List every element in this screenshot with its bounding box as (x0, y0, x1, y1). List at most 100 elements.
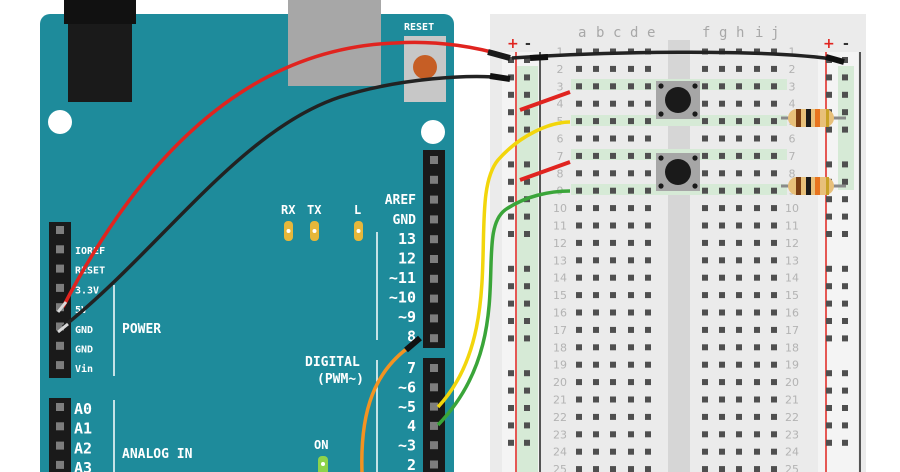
breadboard-hole[interactable] (754, 205, 760, 212)
digital-pin-top-2[interactable] (430, 195, 438, 204)
breadboard-hole[interactable] (754, 257, 760, 264)
breadboard-hole[interactable] (610, 379, 616, 386)
breadboard-hole[interactable] (610, 448, 616, 455)
breadboard-hole[interactable] (593, 48, 599, 55)
breadboard-hole[interactable] (645, 309, 651, 316)
rail-hole[interactable] (826, 283, 832, 290)
rail-hole[interactable] (508, 283, 514, 290)
breadboard-hole[interactable] (610, 65, 616, 72)
breadboard-hole[interactable] (576, 448, 582, 455)
breadboard-hole[interactable] (576, 413, 582, 420)
breadboard-hole[interactable] (702, 413, 708, 420)
breadboard-hole[interactable] (754, 118, 760, 125)
breadboard-hole[interactable] (736, 274, 742, 281)
breadboard-hole[interactable] (702, 222, 708, 229)
breadboard-hole[interactable] (754, 100, 760, 107)
breadboard-hole[interactable] (576, 170, 582, 177)
breadboard-hole[interactable] (645, 205, 651, 212)
breadboard-hole[interactable] (719, 431, 725, 438)
breadboard-hole[interactable] (754, 83, 760, 90)
breadboard-hole[interactable] (610, 222, 616, 229)
breadboard-hole[interactable] (610, 100, 616, 107)
breadboard-hole[interactable] (645, 466, 651, 472)
analog-pin-2[interactable] (56, 441, 64, 450)
breadboard-hole[interactable] (719, 396, 725, 403)
rail-hole[interactable] (842, 231, 848, 237)
breadboard-hole[interactable] (702, 170, 708, 177)
breadboard-hole[interactable] (771, 396, 777, 403)
breadboard-hole[interactable] (628, 100, 634, 107)
rail-hole[interactable] (524, 283, 530, 290)
rail-hole[interactable] (508, 213, 514, 220)
breadboard-hole[interactable] (702, 100, 708, 107)
breadboard-hole[interactable] (736, 292, 742, 299)
breadboard-hole[interactable] (702, 292, 708, 299)
breadboard-hole[interactable] (736, 466, 742, 472)
breadboard-hole[interactable] (719, 100, 725, 107)
digital-pin-bottom-0[interactable] (430, 364, 438, 372)
breadboard-hole[interactable] (628, 326, 634, 333)
rail-hole[interactable] (524, 213, 530, 220)
breadboard-hole[interactable] (754, 222, 760, 229)
breadboard-hole[interactable] (645, 257, 651, 264)
breadboard-hole[interactable] (771, 65, 777, 72)
breadboard-hole[interactable] (719, 309, 725, 316)
rail-hole[interactable] (508, 422, 514, 429)
breadboard-hole[interactable] (736, 205, 742, 212)
breadboard-hole[interactable] (576, 396, 582, 403)
breadboard-hole[interactable] (645, 326, 651, 333)
breadboard-hole[interactable] (645, 344, 651, 351)
breadboard-hole[interactable] (736, 83, 742, 90)
rail-hole[interactable] (842, 283, 848, 290)
digital-pin-top-8[interactable] (430, 314, 438, 323)
breadboard-hole[interactable] (593, 205, 599, 212)
breadboard-hole[interactable] (771, 100, 777, 107)
breadboard-hole[interactable] (754, 344, 760, 351)
breadboard-hole[interactable] (610, 413, 616, 420)
breadboard-hole[interactable] (576, 431, 582, 438)
breadboard-hole[interactable] (702, 239, 708, 246)
rail-hole[interactable] (524, 439, 530, 446)
digital-pin-top-5[interactable] (430, 255, 438, 263)
breadboard-hole[interactable] (771, 83, 777, 90)
rail-hole[interactable] (508, 109, 514, 116)
breadboard-hole[interactable] (719, 326, 725, 333)
breadboard-hole[interactable] (771, 205, 777, 212)
power-pin-3[interactable] (56, 283, 64, 292)
digital-pin-top-4[interactable] (430, 235, 438, 244)
breadboard-hole[interactable] (736, 239, 742, 246)
breadboard-hole[interactable] (754, 413, 760, 420)
breadboard-hole[interactable] (610, 361, 616, 368)
breadboard-hole[interactable] (736, 170, 742, 177)
breadboard-hole[interactable] (593, 448, 599, 455)
rail-hole[interactable] (524, 370, 530, 377)
breadboard-hole[interactable] (771, 135, 777, 142)
breadboard-hole[interactable] (736, 309, 742, 316)
rail-hole[interactable] (826, 370, 832, 377)
breadboard-hole[interactable] (754, 379, 760, 386)
breadboard-hole[interactable] (593, 344, 599, 351)
breadboard-hole[interactable] (576, 152, 582, 159)
breadboard-hole[interactable] (593, 239, 599, 246)
breadboard-hole[interactable] (628, 152, 634, 159)
breadboard-hole[interactable] (610, 292, 616, 299)
rail-hole[interactable] (842, 370, 848, 377)
breadboard-hole[interactable] (702, 274, 708, 281)
breadboard-hole[interactable] (736, 100, 742, 107)
rail-hole[interactable] (524, 126, 530, 133)
breadboard-hole[interactable] (719, 152, 725, 159)
rail-hole[interactable] (842, 439, 848, 446)
breadboard-hole[interactable] (628, 466, 634, 472)
breadboard-hole[interactable] (610, 257, 616, 264)
power-pin-2[interactable] (56, 264, 64, 273)
breadboard-hole[interactable] (628, 65, 634, 72)
breadboard-hole[interactable] (645, 100, 651, 107)
breadboard-hole[interactable] (719, 361, 725, 368)
breadboard-hole[interactable] (702, 431, 708, 438)
rail-hole[interactable] (524, 405, 530, 411)
breadboard-hole[interactable] (754, 466, 760, 472)
breadboard-hole[interactable] (736, 344, 742, 351)
rail-hole[interactable] (524, 231, 530, 237)
breadboard-hole[interactable] (771, 118, 777, 125)
breadboard-hole[interactable] (610, 135, 616, 142)
